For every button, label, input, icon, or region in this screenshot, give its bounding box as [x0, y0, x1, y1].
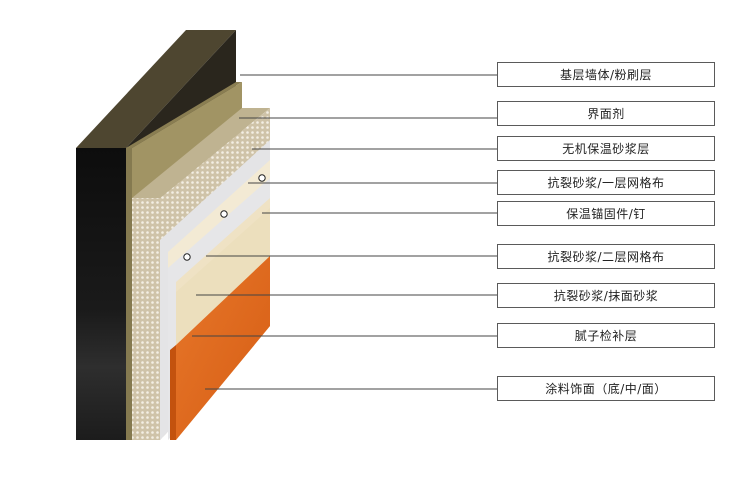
label-putty-layer: 腻子检补层 — [497, 323, 715, 348]
interface-front — [126, 148, 132, 440]
paint-side — [176, 256, 270, 440]
label-anchor-nail: 保温锚固件/钉 — [497, 201, 715, 226]
label-crack-mortar-mesh-1: 抗裂砂浆/一层网格布 — [497, 170, 715, 195]
base-wall-front-face — [76, 148, 126, 440]
anchor-nails — [183, 174, 266, 261]
anchor-nail-1 — [258, 174, 266, 182]
base-wall-top-face — [76, 30, 236, 148]
label-crack-mortar-mesh-2: 抗裂砂浆/二层网格布 — [497, 244, 715, 269]
leader-lines — [192, 74, 497, 390]
insulation-top — [132, 108, 270, 198]
label-interface-agent: 界面剂 — [497, 101, 715, 126]
label-insulation-mortar: 无机保温砂浆层 — [497, 136, 715, 161]
label-crack-mortar-finish: 抗裂砂浆/抹面砂浆 — [497, 283, 715, 308]
interface-top — [126, 82, 242, 148]
anchor-nail-2 — [220, 210, 228, 218]
label-paint-finish: 涂料饰面（底/中/面） — [497, 376, 715, 401]
insulation-front — [132, 198, 160, 440]
paint-front-edge — [170, 345, 176, 440]
paint-layer — [170, 256, 270, 440]
putty-layer-surface — [176, 208, 270, 345]
anchor-nail-3 — [183, 253, 191, 261]
label-base-wall: 基层墙体/粉刷层 — [497, 62, 715, 87]
